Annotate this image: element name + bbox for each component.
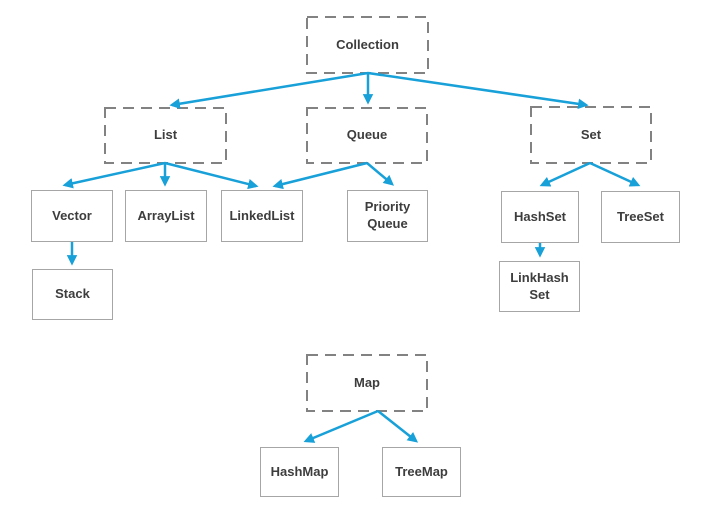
node-vector: Vector [31, 190, 113, 242]
edge-map-hashmap [303, 409, 379, 443]
node-queue: Queue [346, 127, 388, 143]
node-stack: Stack [32, 269, 113, 320]
edge-list-linkedlist [164, 161, 259, 190]
node-hashmap: HashMap [260, 447, 339, 497]
edge-set-hashset [539, 161, 591, 187]
edge-queue-priorityqueue [366, 162, 395, 186]
node-linkhash-set: LinkHash Set [499, 261, 580, 312]
node-set: Set [580, 126, 602, 142]
node-collection: Collection [336, 36, 399, 52]
edge-list-vector [62, 161, 166, 189]
node-treemap: TreeMap [382, 447, 461, 497]
node-priority-queue: Priority Queue [347, 190, 428, 242]
node-linkedlist: LinkedList [221, 190, 303, 242]
node-list: List [153, 127, 178, 143]
edge-collection-set [367, 71, 589, 110]
edge-collection-list [169, 71, 369, 109]
node-map: Map [354, 374, 380, 390]
node-hashset: HashSet [501, 191, 579, 243]
edge-set-treeset [589, 161, 641, 187]
node-arraylist: ArrayList [125, 190, 207, 242]
edge-queue-linkedlist [272, 161, 368, 190]
edge-map-treemap [377, 410, 419, 443]
box-map [306, 354, 428, 412]
node-treeset: TreeSet [601, 191, 680, 243]
